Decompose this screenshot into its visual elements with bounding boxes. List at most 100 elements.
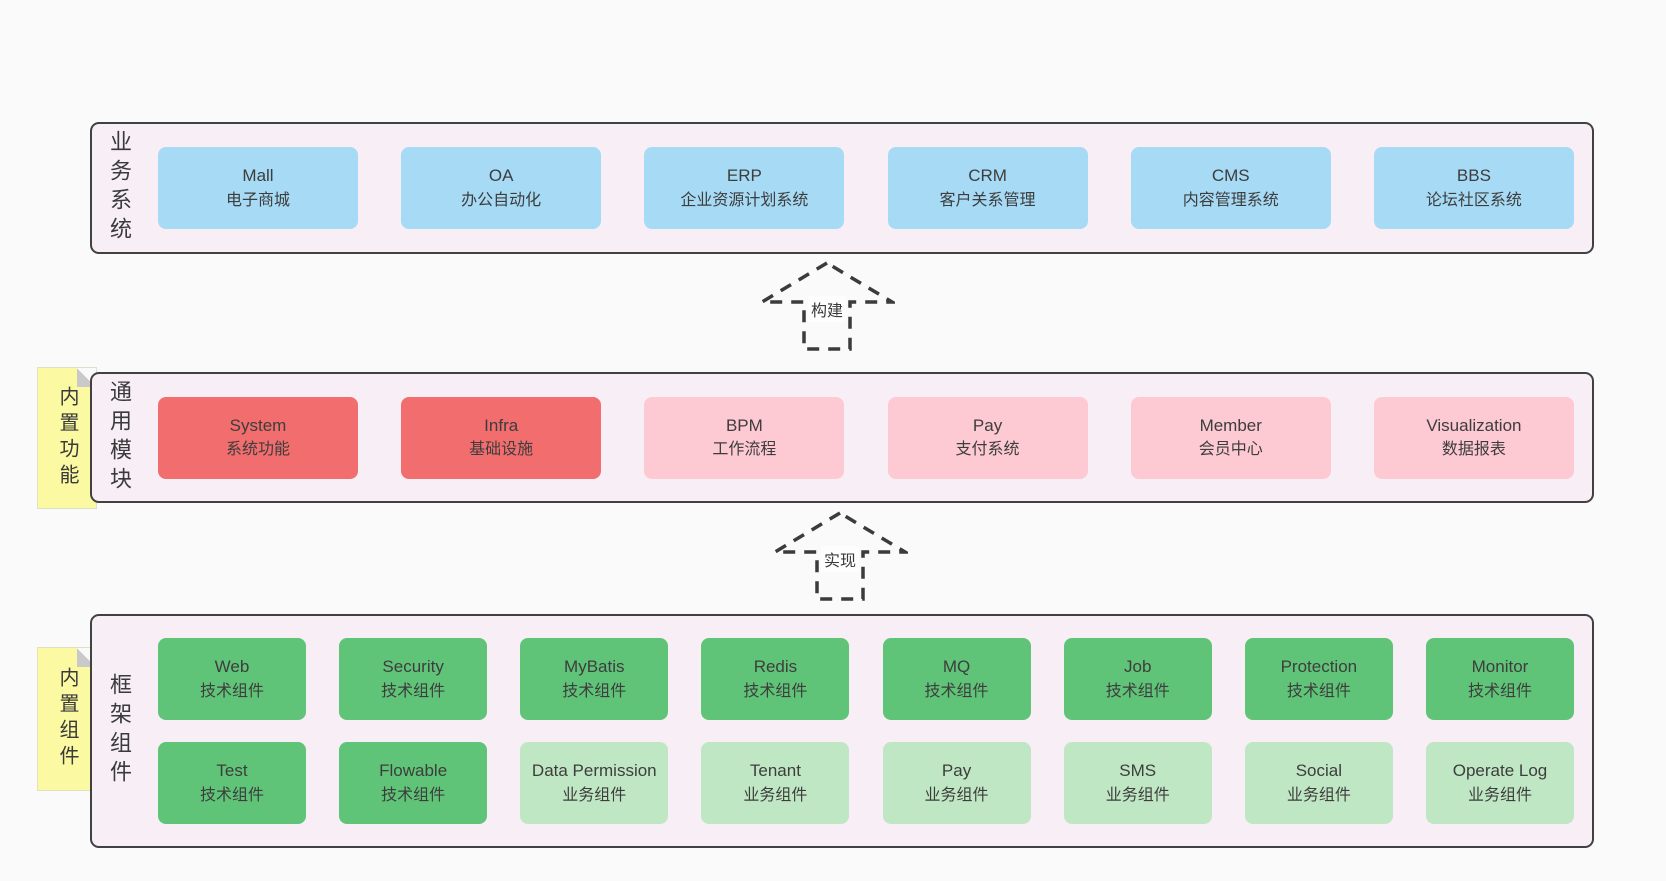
module-desc: 技术组件 <box>743 682 808 700</box>
module-name: Tenant <box>749 761 801 781</box>
module-desc: 业务组件 <box>743 786 808 804</box>
sticky-note-builtin-components: 内置组件 <box>38 648 96 790</box>
module-name: CMS <box>1211 166 1250 186</box>
module-desc: 技术组件 <box>1286 682 1351 700</box>
module-name: Pay <box>941 761 972 781</box>
module-box-bbs: BBS 论坛社区系统 <box>1373 147 1574 229</box>
module-desc: 业务组件 <box>1105 786 1170 804</box>
module-box-security: Security 技术组件 <box>339 638 488 720</box>
module-desc: 技术组件 <box>1105 682 1170 700</box>
module-row: Mall 电子商城 OA 办公自动化 ERP 企业资源计划系统 CRM 客户关系管理 CMS 内容… <box>158 147 1574 229</box>
module-desc: 技术组件 <box>924 682 989 700</box>
sticky-note-builtin-features: 内置功能 <box>38 368 96 508</box>
module-desc: 业务组件 <box>562 786 627 804</box>
module-desc: 内容管理系统 <box>1182 191 1279 209</box>
arrow-label: 构建 <box>807 296 847 322</box>
module-name: Flowable <box>379 761 448 781</box>
module-desc: 客户关系管理 <box>939 191 1036 209</box>
module-box-mall: Mall 电子商城 <box>158 147 358 229</box>
module-box-social: Social 业务组件 <box>1244 742 1393 824</box>
module-box-mq: MQ 技术组件 <box>882 638 1031 720</box>
sticky-label: 内置组件 <box>56 667 78 771</box>
module-name: Job <box>1123 657 1152 677</box>
module-box-protection: Protection 技术组件 <box>1244 638 1393 720</box>
layer-business-systems: 业务系统 Mall 电子商城 OA 办公自动化 ERP 企业资源计划系统 CRM 客户关系管理… <box>90 122 1594 254</box>
module-name: Protection <box>1280 657 1358 677</box>
module-box-cms: CMS 内容管理系统 <box>1130 147 1331 229</box>
module-box-pay: Pay 业务组件 <box>882 742 1031 824</box>
module-desc: 技术组件 <box>199 786 264 804</box>
module-name: Operate Log <box>1452 761 1548 781</box>
module-name: System <box>229 415 287 435</box>
module-box-erp: ERP 企业资源计划系统 <box>644 147 845 229</box>
module-name: Infra <box>484 415 519 435</box>
module-name: ERP <box>726 166 762 186</box>
module-box-sms: SMS 业务组件 <box>1063 742 1212 824</box>
module-box-system: System 系统功能 <box>158 396 358 479</box>
module-name: MQ <box>942 657 971 677</box>
arrow-label: 实现 <box>820 546 860 572</box>
module-box-monitor: Monitor 技术组件 <box>1425 638 1574 720</box>
module-name: Mall <box>242 166 274 186</box>
module-desc: 技术组件 <box>381 786 446 804</box>
module-desc: 电子商城 <box>225 191 290 209</box>
module-desc: 论坛社区系统 <box>1425 191 1522 209</box>
module-box-pay: Pay 支付系统 <box>887 396 1088 479</box>
layer-label: 框架组件 <box>107 673 132 789</box>
module-box-job: Job 技术组件 <box>1063 638 1212 720</box>
module-box-tenant: Tenant 业务组件 <box>701 742 850 824</box>
module-box-oa: OA 办公自动化 <box>401 147 602 229</box>
build-arrow: 构建 <box>759 260 895 352</box>
module-name: Test <box>216 761 248 781</box>
implement-arrow: 实现 <box>772 510 908 602</box>
module-desc: 办公自动化 <box>461 191 542 209</box>
layer-label: 通用模块 <box>107 379 132 496</box>
module-grid: Mall 电子商城 OA 办公自动化 ERP 企业资源计划系统 CRM 客户关系管理 CMS 内容… <box>158 147 1574 229</box>
module-name: Web <box>214 657 250 677</box>
module-name: CRM <box>968 166 1007 186</box>
module-name: OA <box>488 166 514 186</box>
module-box-infra: Infra 基础设施 <box>401 396 602 479</box>
module-desc: 工作流程 <box>712 441 777 459</box>
module-desc: 会员中心 <box>1198 441 1263 459</box>
module-desc: 技术组件 <box>1467 682 1532 700</box>
module-box-web: Web 技术组件 <box>158 638 306 720</box>
module-name: Data Permission <box>531 761 657 781</box>
layer-label: 业务系统 <box>107 130 132 246</box>
module-desc: 技术组件 <box>199 682 264 700</box>
module-box-test: Test 技术组件 <box>158 742 306 824</box>
module-desc: 基础设施 <box>469 441 534 459</box>
sticky-label: 内置功能 <box>56 386 78 490</box>
module-name: SMS <box>1119 761 1157 781</box>
module-desc: 支付系统 <box>955 441 1020 459</box>
module-box-crm: CRM 客户关系管理 <box>887 147 1088 229</box>
module-name: Security <box>382 657 444 677</box>
module-desc: 系统功能 <box>225 441 290 459</box>
module-desc: 业务组件 <box>1286 786 1351 804</box>
module-name: Monitor <box>1471 657 1529 677</box>
module-desc: 业务组件 <box>924 786 989 804</box>
module-desc: 技术组件 <box>381 682 446 700</box>
module-name: Redis <box>753 657 798 677</box>
module-box-data-permission: Data Permission 业务组件 <box>520 742 669 824</box>
module-box-redis: Redis 技术组件 <box>701 638 850 720</box>
module-name: Social <box>1295 761 1342 781</box>
module-desc: 数据报表 <box>1441 441 1506 459</box>
module-name: MyBatis <box>564 657 625 677</box>
module-name: BBS <box>1456 166 1491 186</box>
module-box-flowable: Flowable 技术组件 <box>339 742 488 824</box>
module-desc: 企业资源计划系统 <box>680 191 809 209</box>
module-name: Pay <box>972 415 1003 435</box>
